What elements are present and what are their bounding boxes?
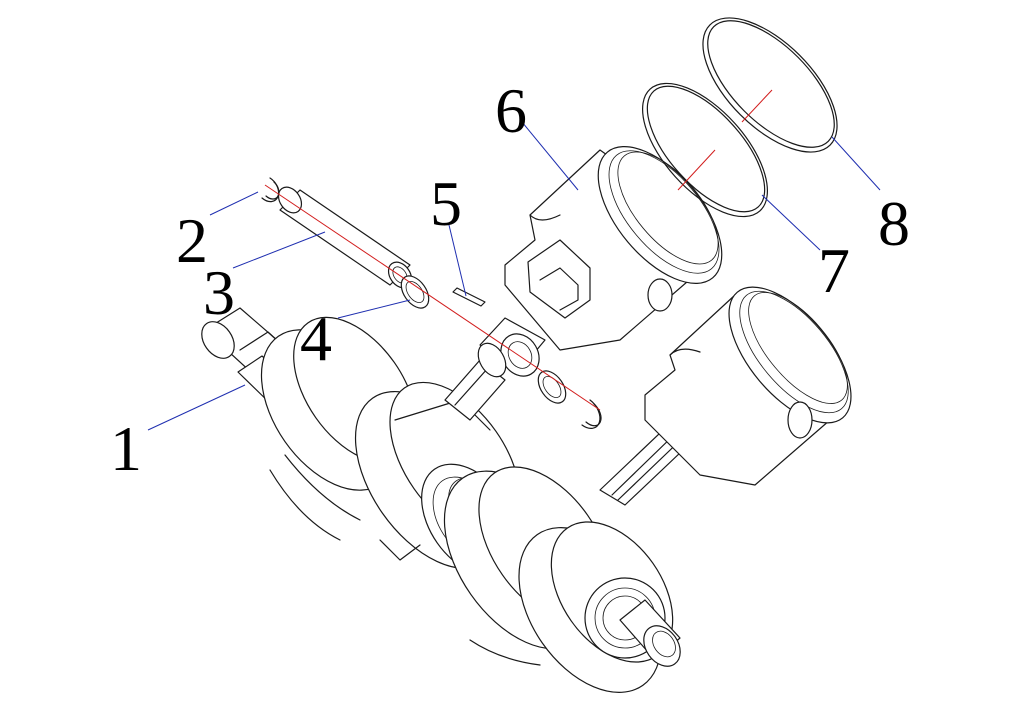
callout-3: 3 [203, 257, 235, 328]
leader-line-3 [232, 231, 326, 269]
locating-pin [452, 287, 486, 307]
leader-line-8 [831, 136, 881, 191]
callout-1: 1 [110, 413, 142, 484]
piston-lower [644, 286, 852, 486]
leader-line-1 [147, 384, 246, 431]
piston-pin [277, 186, 413, 289]
piston-ring-8 [702, 17, 838, 153]
callout-6: 6 [495, 75, 527, 146]
callout-2: 2 [176, 205, 208, 276]
leader-line-4 [337, 299, 411, 319]
leader-line-6 [521, 121, 579, 191]
callout-4: 4 [300, 303, 332, 374]
callout-7: 7 [818, 235, 850, 306]
crankshaft-right-stub [619, 599, 681, 667]
leader-line-5 [448, 224, 467, 297]
circlip-left [261, 177, 280, 203]
piston-ring-7 [641, 82, 769, 218]
crankshaft [201, 307, 721, 693]
washer-right [537, 370, 567, 404]
callout-numbers: 1 2 3 4 5 6 7 8 [110, 75, 910, 484]
callout-5: 5 [430, 168, 462, 239]
leader-line-7 [761, 194, 821, 251]
callout-8: 8 [878, 188, 910, 259]
piston-upper [504, 146, 723, 351]
leader-line-2 [209, 191, 259, 216]
small-end-bearing [477, 317, 546, 378]
assembly-axis-lines [264, 89, 773, 411]
leader-lines [147, 121, 881, 431]
